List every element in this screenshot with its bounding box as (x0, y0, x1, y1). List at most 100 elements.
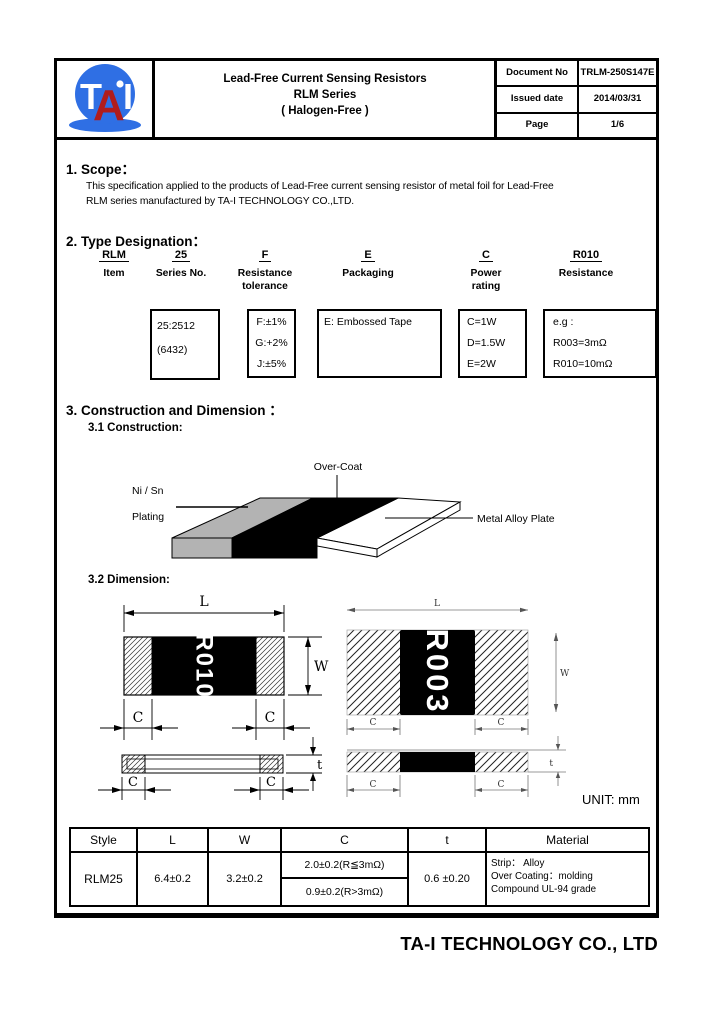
code-e: E (338, 249, 398, 262)
code-c: C (461, 249, 511, 262)
right-side-overcoat (400, 752, 475, 772)
left-t-dimension (286, 737, 322, 791)
unit-label: UNIT: mm (582, 792, 640, 807)
left-top-view: R010 (123, 633, 285, 699)
label-resistance-tolerance: Resistance tolerance (237, 268, 293, 292)
dimension-subheading: 3.2 Dimension: (88, 574, 170, 586)
issued-date-value: 2014/03/31 (593, 93, 642, 104)
company-logo: T A I (69, 64, 141, 132)
scope-heading: 1. Scope： (66, 162, 136, 177)
packaging-box: E: Embossed Tape (317, 309, 442, 378)
plating-label-line2: Plating (132, 511, 164, 523)
right-t-label: t (549, 759, 553, 769)
issued-date-label: Issued date (510, 93, 564, 104)
series-box: 25:2512(6432) (150, 309, 220, 380)
marking-r003: R003 (420, 628, 455, 714)
right-top-view: R003 (346, 628, 529, 716)
plating-front-face (171, 537, 233, 559)
label-packaging: Packaging (342, 268, 394, 279)
overcoat-front-face (231, 537, 318, 559)
col-header-t: t (409, 829, 487, 853)
logo-wave (69, 118, 141, 132)
doc-no-label: Document No (506, 67, 568, 78)
right-C-dimensions-bottom (346, 775, 529, 797)
title-divider-line (494, 61, 497, 137)
page-value: 1/6 (610, 119, 625, 130)
left-C-dimensions-bottom (98, 777, 309, 800)
left-L-dimension (123, 605, 285, 632)
col-header-w: W (209, 829, 282, 853)
right-C-label-1: C (370, 718, 377, 728)
metal-plate-label: Metal Alloy Plate (477, 513, 555, 525)
marking-r010: R010 (191, 633, 218, 698)
construction-diagram: Over-Coat Ni / Sn Plating Metal Alloy Pl… (132, 461, 555, 559)
doc-no-value: TRLM-250S147E (580, 67, 655, 78)
right-overcoat-area (400, 630, 475, 715)
label-power-rating: Power rating (470, 268, 502, 292)
left-W-label: W (314, 659, 329, 675)
construction-heading: 3. Construction and Dimension ： (66, 403, 283, 418)
w-value: 3.2±0.2 (209, 853, 282, 905)
col-header-material: Material (487, 829, 648, 853)
side-left-cap (121, 754, 146, 774)
logo-divider-line (152, 61, 155, 137)
l-value: 6.4±0.2 (138, 853, 209, 905)
scope-body: This specification applied to the produc… (86, 181, 554, 207)
c-value-bottom: 0.9±0.2(R>3mΩ) (282, 879, 409, 905)
col-header-c: C (282, 829, 409, 853)
label-resistance: Resistance (558, 268, 614, 279)
right-side-view (346, 749, 566, 773)
doc-table-column-line (577, 61, 579, 137)
left-terminal-hatch (123, 636, 153, 696)
construction-subheading: 3.1 Construction: (88, 422, 183, 434)
side-right-cap (259, 754, 284, 774)
logo-letter-i: I (123, 76, 133, 117)
dimension-drawing: R010 L W C C (98, 594, 640, 807)
left-C-label-4: C (266, 775, 276, 790)
company-name-footer: TA-I TECHNOLOGY CO., LTD (400, 933, 658, 954)
left-t-label: t (317, 758, 323, 773)
code-r010: R010 (551, 249, 621, 262)
overcoat-area (152, 637, 256, 695)
type-designation-heading: 2. Type Designation： (66, 234, 207, 249)
page-border (54, 58, 659, 918)
side-outline (121, 754, 284, 774)
spec-table: Style L W C t Material RLM25 6.4±0.2 3.2… (69, 827, 650, 907)
logo-letter-t: T (80, 76, 102, 117)
plating-label-line1: Ni / Sn (132, 485, 164, 497)
right-t-dimension (555, 736, 561, 786)
col-header-l: L (138, 829, 209, 853)
code-25: 25 (156, 249, 206, 262)
doc-table-row-line-2 (497, 112, 656, 114)
doc-table-row-line-1 (497, 85, 656, 87)
t-value: 0.6 ±0.20 (409, 853, 487, 905)
resistor-3d-body (171, 497, 462, 559)
logo-dot (116, 80, 124, 88)
right-terminal-hatch (255, 636, 285, 696)
label-series-no: Series No. (155, 268, 207, 279)
right-C-label-2: C (498, 718, 505, 728)
left-C-label-2: C (265, 710, 276, 726)
left-C-label-1: C (133, 710, 144, 726)
left-side-view (121, 754, 284, 774)
col-header-style: Style (71, 829, 138, 853)
style-value: RLM25 (71, 853, 138, 905)
left-W-dimension (288, 636, 322, 696)
side-inner-plate (126, 758, 279, 770)
right-C-label-4: C (498, 780, 505, 790)
code-rlm: RLM (84, 249, 144, 262)
logo-circle (75, 64, 135, 124)
tolerance-box: F:±1%G:+2%J:±5% (247, 309, 296, 378)
left-C-label-3: C (128, 775, 138, 790)
left-L-label: L (199, 594, 208, 610)
right-W-dimension (553, 633, 559, 712)
right-C-label-3: C (370, 780, 377, 790)
c-value-top: 2.0±0.2(R≦3mΩ) (282, 853, 409, 879)
header-bottom-line (57, 137, 656, 140)
logo-letter-a: A (93, 81, 125, 130)
